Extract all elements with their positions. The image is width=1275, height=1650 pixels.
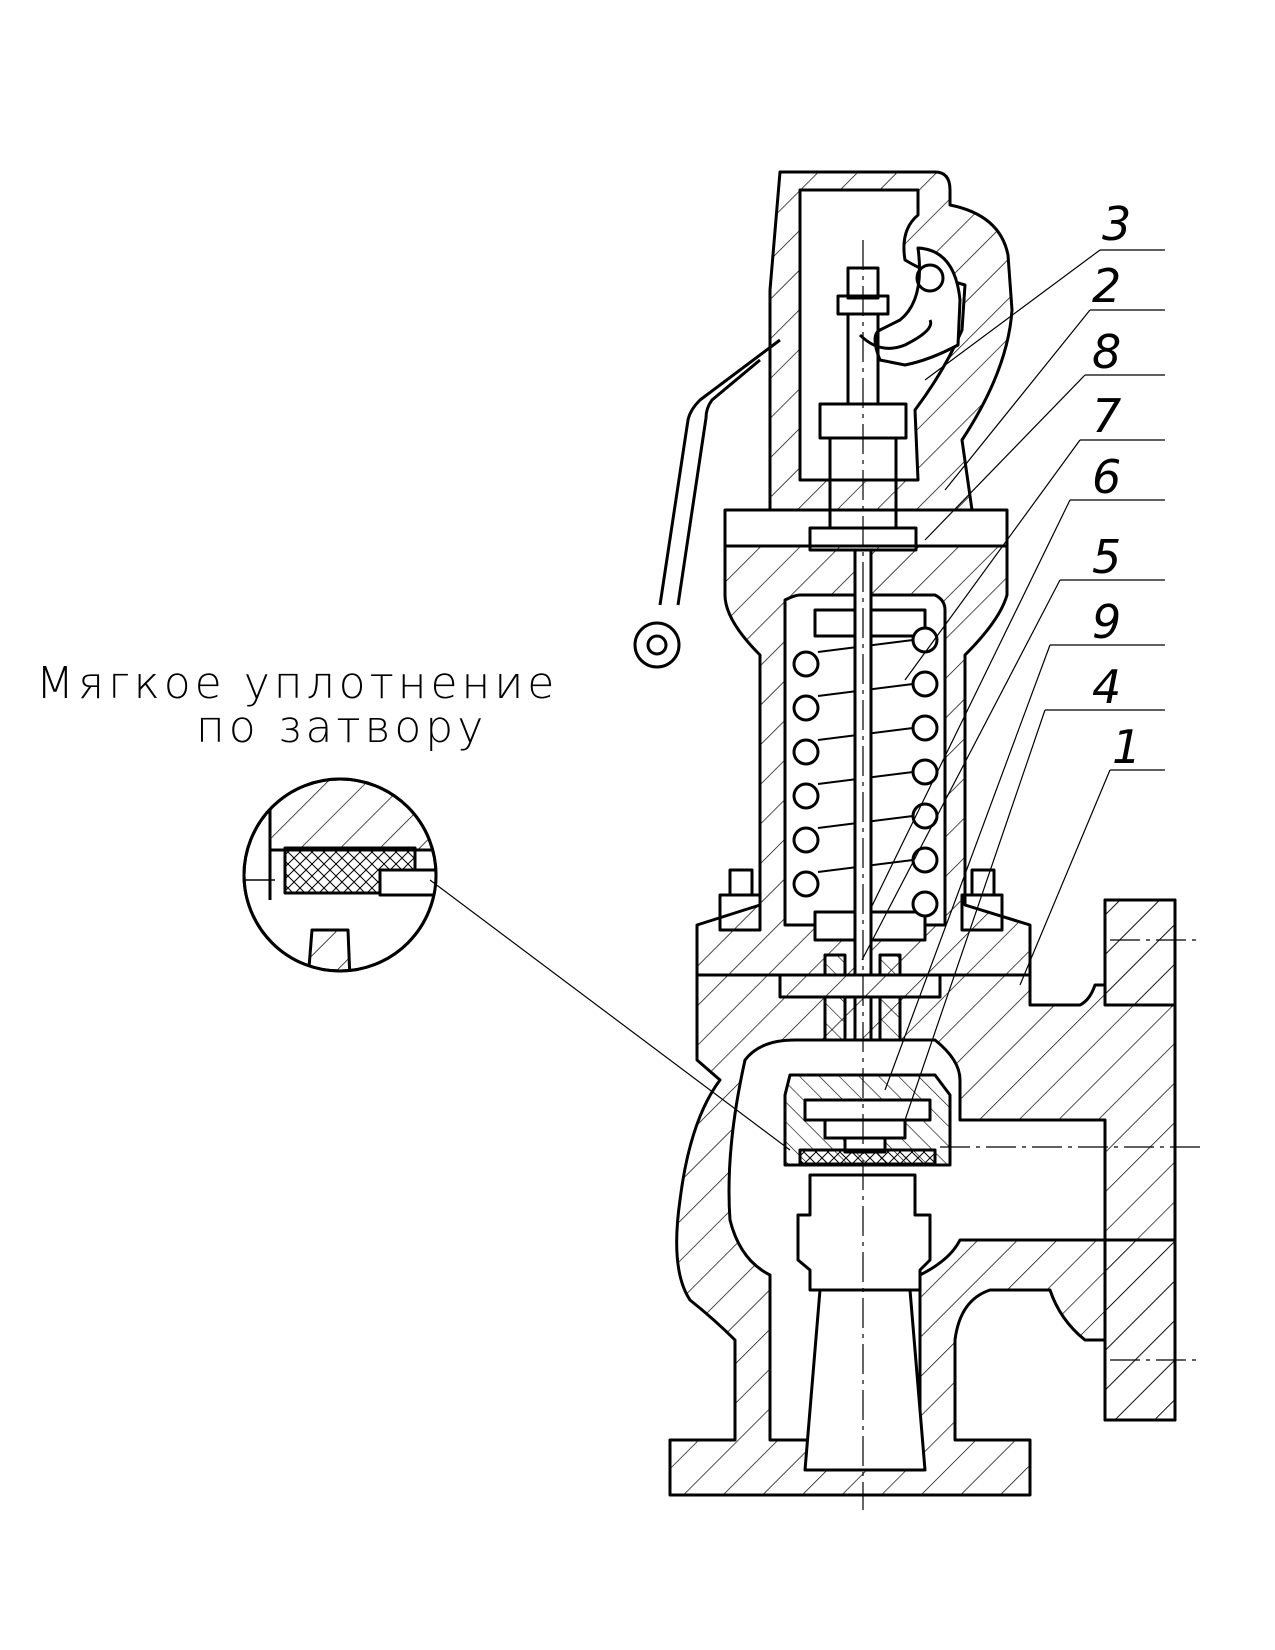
part-numbers: 3 2 8 7 6 5 9 4 1 bbox=[1092, 197, 1141, 774]
studs bbox=[718, 868, 1004, 932]
spring bbox=[792, 608, 939, 942]
detail-caption-line1: Мягкое уплотнение bbox=[36, 658, 559, 709]
part-label-4: 4 bbox=[1092, 660, 1121, 714]
cap bbox=[723, 170, 1014, 548]
part-label-1: 1 bbox=[1112, 720, 1141, 774]
part-label-7: 7 bbox=[1092, 389, 1121, 443]
part-leaders bbox=[861, 249, 1165, 1121]
part-label-6: 6 bbox=[1092, 450, 1121, 504]
disc-assembly bbox=[783, 1073, 952, 1167]
part-label-5: 5 bbox=[1092, 530, 1121, 584]
part-label-9: 9 bbox=[1092, 595, 1121, 649]
lever bbox=[633, 246, 962, 669]
part-label-2: 2 bbox=[1092, 259, 1121, 313]
centerlines bbox=[862, 240, 1200, 1510]
part-label-8: 8 bbox=[1092, 325, 1121, 379]
detail-view bbox=[242, 777, 438, 973]
nozzle bbox=[796, 1173, 932, 1472]
detail-leader bbox=[429, 879, 791, 1151]
detail-caption-line2: по затвору bbox=[196, 702, 488, 753]
part-label-3: 3 bbox=[1102, 197, 1131, 251]
